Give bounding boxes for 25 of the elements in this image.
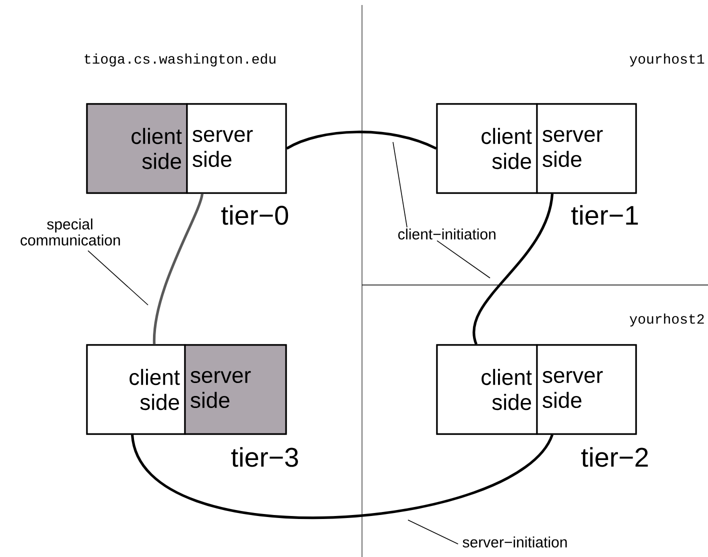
server-side-box: server side: [184, 344, 287, 435]
server-side-box: server side: [186, 103, 287, 194]
leader-line: [88, 250, 148, 306]
client-side-box: client side: [86, 344, 186, 435]
tier-label: tier−2: [581, 447, 648, 467]
host-name: yourhost1: [630, 53, 704, 67]
leader-line: [436, 240, 490, 278]
tier-label: tier−1: [571, 205, 638, 225]
annotation-text: special communication: [20, 218, 120, 246]
server-side-box: server side: [536, 103, 637, 194]
annotation-text: server−initiation: [462, 536, 567, 548]
host-name: yourhost2: [630, 313, 704, 327]
leader-line: [408, 520, 458, 544]
leader-line: [392, 142, 408, 228]
host-name: tioga.cs.washington.edu: [84, 53, 276, 67]
server-side-box: server side: [536, 344, 637, 435]
annotation-text: client−initiation: [398, 228, 496, 240]
client-side-box: client side: [436, 344, 538, 435]
connector-curve: [152, 193, 204, 344]
connector-curve: [286, 130, 437, 150]
tier-label: tier−3: [231, 447, 298, 467]
connector-curve: [472, 194, 554, 345]
client-side-box: client side: [86, 103, 188, 194]
client-side-box: client side: [436, 103, 538, 194]
tier-label: tier−0: [221, 205, 288, 225]
